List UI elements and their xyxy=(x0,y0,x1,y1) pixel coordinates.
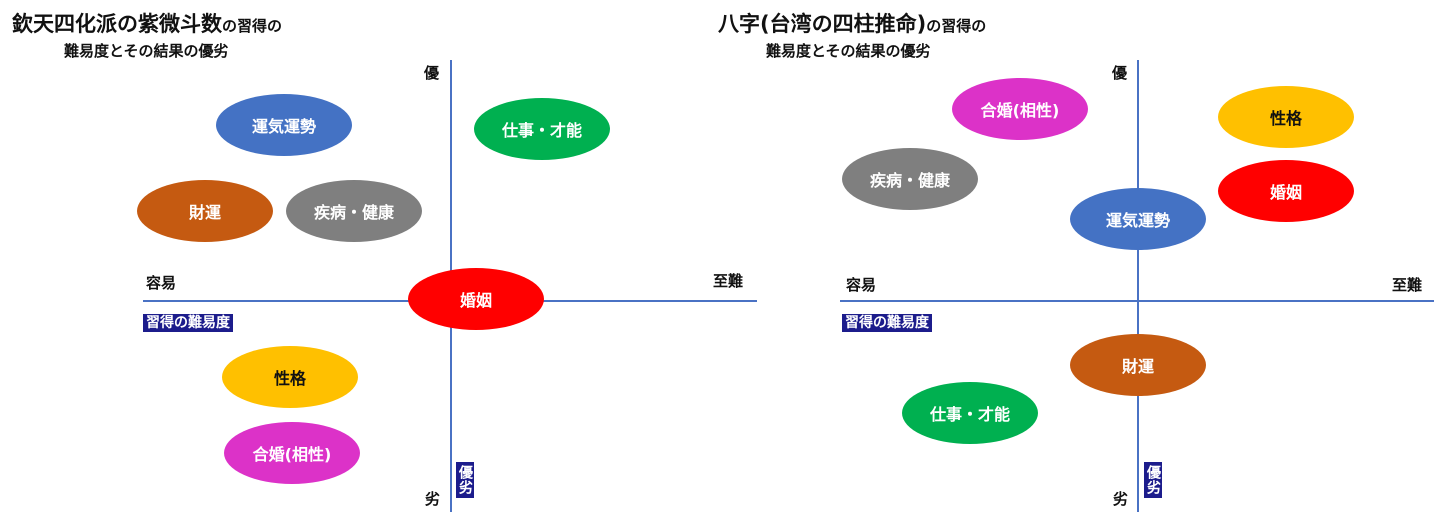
right-bubble-wealth: 財運 xyxy=(1070,334,1206,396)
right-horizontal-axis xyxy=(840,300,1434,302)
right-axis-left-label: 容易 xyxy=(846,276,877,294)
right-axis-right-label: 至難 xyxy=(1392,276,1423,294)
left-bubble-compat: 合婚(相性) xyxy=(224,422,360,484)
left-axis-right-label: 至難 xyxy=(713,272,744,290)
right-bubble-work: 仕事・才能 xyxy=(902,382,1038,444)
right-title-small: の習得の xyxy=(926,17,987,35)
left-axis-bottom-label: 劣 xyxy=(425,490,441,508)
right-title-main: 八字(台湾の四柱推命) xyxy=(718,12,927,36)
right-title: 八字(台湾の四柱推命)の習得の xyxy=(718,12,986,38)
left-bubble-work: 仕事・才能 xyxy=(474,98,610,160)
left-bubble-wealth: 財運 xyxy=(137,180,273,242)
left-bubble-personality: 性格 xyxy=(222,346,358,408)
right-axis-top-label: 優 xyxy=(1112,64,1128,82)
left-title-small: の習得の xyxy=(222,17,283,35)
left-horizontal-axis-tag: 習得の難易度 xyxy=(143,314,233,332)
left-title: 欽天四化派の紫微斗数の習得の xyxy=(12,12,282,38)
right-bubble-health: 疾病・健康 xyxy=(842,148,978,210)
right-vertical-axis-tag: 優劣 xyxy=(1144,462,1162,498)
right-subtitle: 難易度とその結果の優劣 xyxy=(766,42,931,60)
left-bubble-health: 疾病・健康 xyxy=(286,180,422,242)
left-vertical-axis-tag: 優劣 xyxy=(456,462,474,498)
right-bubble-fortune: 運気運勢 xyxy=(1070,188,1206,250)
right-axis-bottom-label: 劣 xyxy=(1113,490,1129,508)
right-horizontal-axis-tag: 習得の難易度 xyxy=(842,314,932,332)
left-bubble-marriage: 婚姻 xyxy=(408,268,544,330)
right-diagram: 八字(台湾の四柱推命)の習得の 難易度とその結果の優劣 優 劣 容易 至難 習得… xyxy=(718,0,1436,523)
left-subtitle: 難易度とその結果の優劣 xyxy=(64,42,229,60)
left-axis-left-label: 容易 xyxy=(146,274,177,292)
left-axis-top-label: 優 xyxy=(424,64,440,82)
right-vertical-axis xyxy=(1137,60,1139,512)
right-bubble-compat: 合婚(相性) xyxy=(952,78,1088,140)
left-diagram: 欽天四化派の紫微斗数の習得の 難易度とその結果の優劣 優 劣 容易 至難 習得の… xyxy=(12,12,757,512)
right-bubble-personality: 性格 xyxy=(1218,86,1354,148)
left-title-main: 欽天四化派の紫微斗数 xyxy=(12,12,222,36)
left-bubble-fortune: 運気運勢 xyxy=(216,94,352,156)
right-bubble-marriage: 婚姻 xyxy=(1218,160,1354,222)
